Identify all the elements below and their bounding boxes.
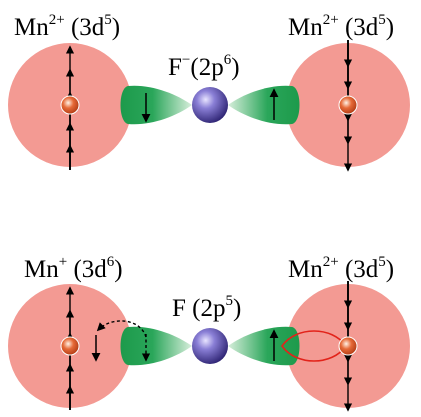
bottom-right-p-lobe (228, 326, 300, 366)
top-left-p-lobe (120, 85, 192, 125)
top-right-mn-nucleus (338, 95, 358, 115)
bottom-electron-hop-dashed-arrow (96, 320, 147, 338)
top-left-mn-nucleus (60, 95, 80, 115)
bottom-right-mn-label: Mn2+ (3d5) (288, 254, 394, 283)
bottom-right-mn-nucleus (338, 336, 358, 356)
bottom-left-mn-nucleus (60, 336, 80, 356)
top-right-p-lobe (228, 85, 300, 125)
top-center-f-label: F−(2p6) (168, 52, 240, 81)
bottom-left-mn-label: Mn+ (3d6) (24, 254, 123, 283)
bottom-left-p-lobe (120, 326, 192, 366)
bottom-panel: Mn+ (3d6) F (2p5) Mn2+ (3d5) (8, 254, 410, 412)
top-left-mn-label: Mn2+ (3d5) (14, 12, 120, 41)
top-fluorine-ion (192, 87, 228, 123)
bottom-center-f-label: F (2p5) (172, 293, 241, 322)
top-right-mn-label: Mn2+ (3d5) (288, 12, 394, 41)
top-panel: Mn2+ (3d5) F−(2p6) Mn2+ (3d5) (8, 12, 410, 172)
bottom-fluorine-atom (192, 328, 228, 364)
